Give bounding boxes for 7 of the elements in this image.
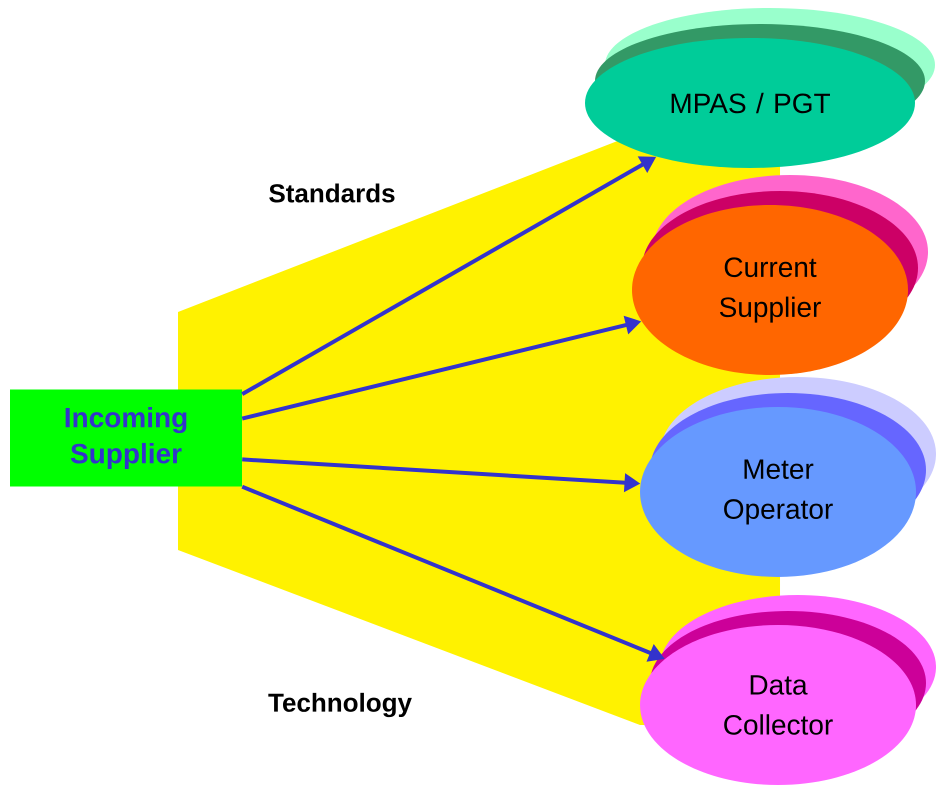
ellipse-node: MPAS / PGT xyxy=(585,8,936,168)
axis-label: Technology xyxy=(268,692,412,718)
ellipse-node: Meter Operator xyxy=(640,377,936,577)
ellipse-node: Current Supplier xyxy=(632,175,928,375)
axis-label: Standards xyxy=(269,183,394,203)
process-box: Incoming Supplier xyxy=(10,390,242,486)
ellipse-node: Data Collector xyxy=(640,595,936,785)
